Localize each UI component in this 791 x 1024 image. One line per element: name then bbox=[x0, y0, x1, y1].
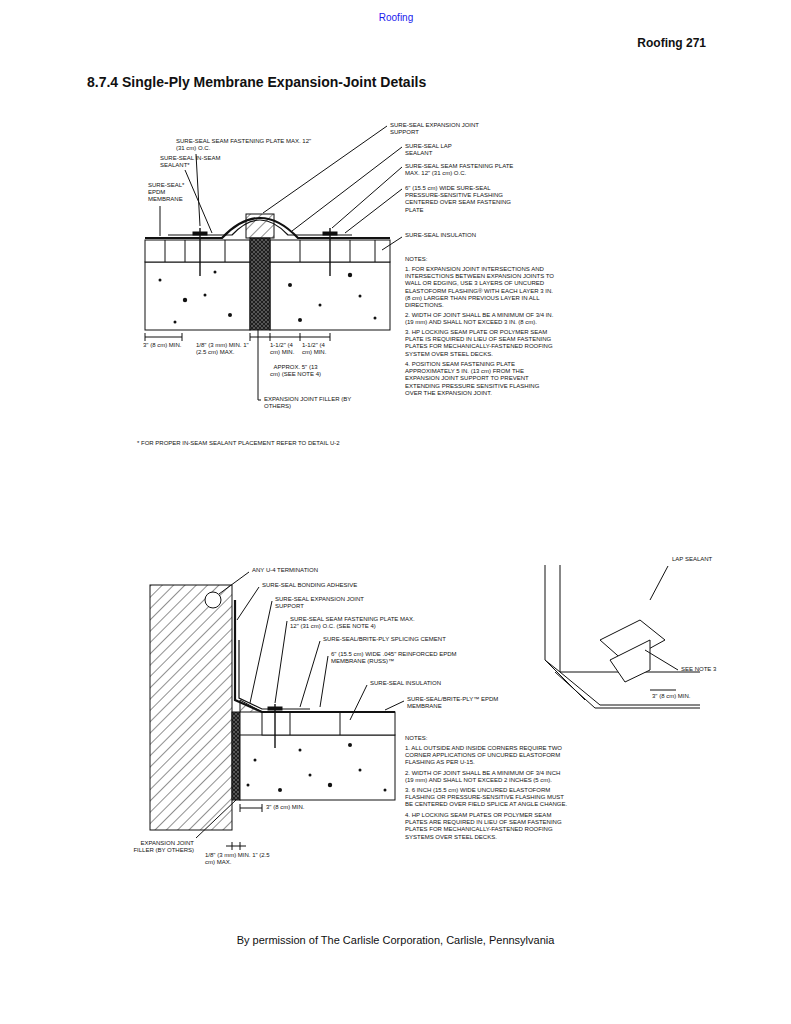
notes-heading: NOTES: bbox=[405, 256, 465, 263]
note-text: 1. ALL OUTSIDE AND INSIDE CORNERS REQUIR… bbox=[405, 745, 570, 767]
callout-label: SURE-SEAL BONDING ADHESIVE bbox=[262, 582, 377, 589]
callout-label: SURE-SEAL INSULATION bbox=[405, 232, 495, 239]
dimension-label: 3" (8 cm) MIN. bbox=[652, 693, 692, 700]
callout-label: 6" (15.5 cm) WIDE SURE-SEAL PRESSURE-SEN… bbox=[405, 185, 515, 214]
note-text: 3. HP LOCKING SEAM PLATE OR POLYMER SEAM… bbox=[405, 329, 555, 358]
note-text: 4. HP LOCKING SEAM PLATES OR POLYMER SEA… bbox=[405, 812, 570, 841]
caption: By permission of The Carlisle Corporatio… bbox=[0, 934, 791, 947]
dimension-label: APPROX. 5" (13 cm) (SEE NOTE 4) bbox=[268, 364, 323, 378]
callout-label: SEE NOTE 3 bbox=[681, 666, 731, 673]
callout-label: ANY U-4 TERMINATION bbox=[252, 567, 362, 574]
dimension-label: 1/8" (3 mm) MIN. 1" (2.5 cm) MAX. bbox=[196, 342, 250, 356]
dimension-label: 3" (8 cm) MIN. bbox=[143, 342, 183, 349]
callout-label: SURE-SEAL SEAM FASTENING PLATE MAX. 12" … bbox=[290, 616, 425, 630]
dimension-label: 1/8" (3 mm) MIN. 1" (2.5 cm) MAX. bbox=[205, 852, 280, 866]
callout-label: SURE-SEAL/BRITE-PLY SPLICING CEMENT bbox=[323, 636, 458, 643]
callout-label: SURE-SEAL LAP SEALANT bbox=[405, 143, 480, 157]
callout-label: EXPANSION JOINT FILLER (BY OTHERS) bbox=[264, 396, 354, 410]
running-header: Roofing bbox=[346, 12, 446, 24]
notes-heading: NOTES: bbox=[405, 735, 465, 742]
callout-label: SURE-SEAL IN-SEAM SEALANT* bbox=[160, 155, 240, 169]
page-header: Roofing 271 bbox=[560, 36, 706, 50]
note-text: 2. WIDTH OF JOINT SHALL BE A MINIMUM OF … bbox=[405, 770, 570, 784]
footnote: * FOR PROPER IN-SEAM SEALANT PLACEMENT R… bbox=[137, 440, 517, 447]
callout-label: SURE-SEAL EXPANSION JOINT SUPPORT bbox=[390, 122, 490, 136]
callout-label: SURE-SEAL INSULATION bbox=[370, 680, 465, 687]
note-text: 4. POSITION SEAM FASTENING PLATE APPROXI… bbox=[405, 361, 555, 397]
callout-label: SURE-SEAL SEAM FASTENING PLATE MAX. 12" … bbox=[405, 163, 520, 177]
note-text: 1. FOR EXPANSION JOINT INTERSECTIONS AND… bbox=[405, 266, 555, 309]
callout-label: 6" (15.5 cm) WIDE .045" REINFORCED EPDM … bbox=[331, 651, 476, 665]
callout-label: SURE-SEAL/BRITE-PLY™ EPDM MEMBRANE bbox=[407, 696, 527, 710]
callout-label: SURE-SEAL SEAM FASTENING PLATE MAX. 12" … bbox=[176, 138, 316, 152]
section-title: 8.7.4 Single-Ply Membrane Expansion-Join… bbox=[87, 74, 687, 91]
callout-label: SURE-SEAL* EPDM MEMBRANE bbox=[148, 182, 193, 204]
dimension-label: 1-1/2" (4 cm) MIN. bbox=[302, 342, 336, 356]
note-text: 3. 6 INCH (15.5 cm) WIDE UNCURED ELASTOF… bbox=[405, 787, 570, 809]
callout-label: EXPANSION JOINT FILLER (BY OTHERS) bbox=[128, 840, 194, 854]
note-text: 2. WIDTH OF JOINT SHALL BE A MINIMUM OF … bbox=[405, 312, 555, 326]
callout-label: SURE-SEAL EXPANSION JOINT SUPPORT bbox=[275, 596, 385, 610]
callout-label: LAP SEALANT bbox=[672, 556, 722, 563]
dimension-label: 3" (8 cm) MIN. bbox=[266, 804, 306, 811]
dimension-label: 1-1/2" (4 cm) MIN. bbox=[270, 342, 300, 356]
